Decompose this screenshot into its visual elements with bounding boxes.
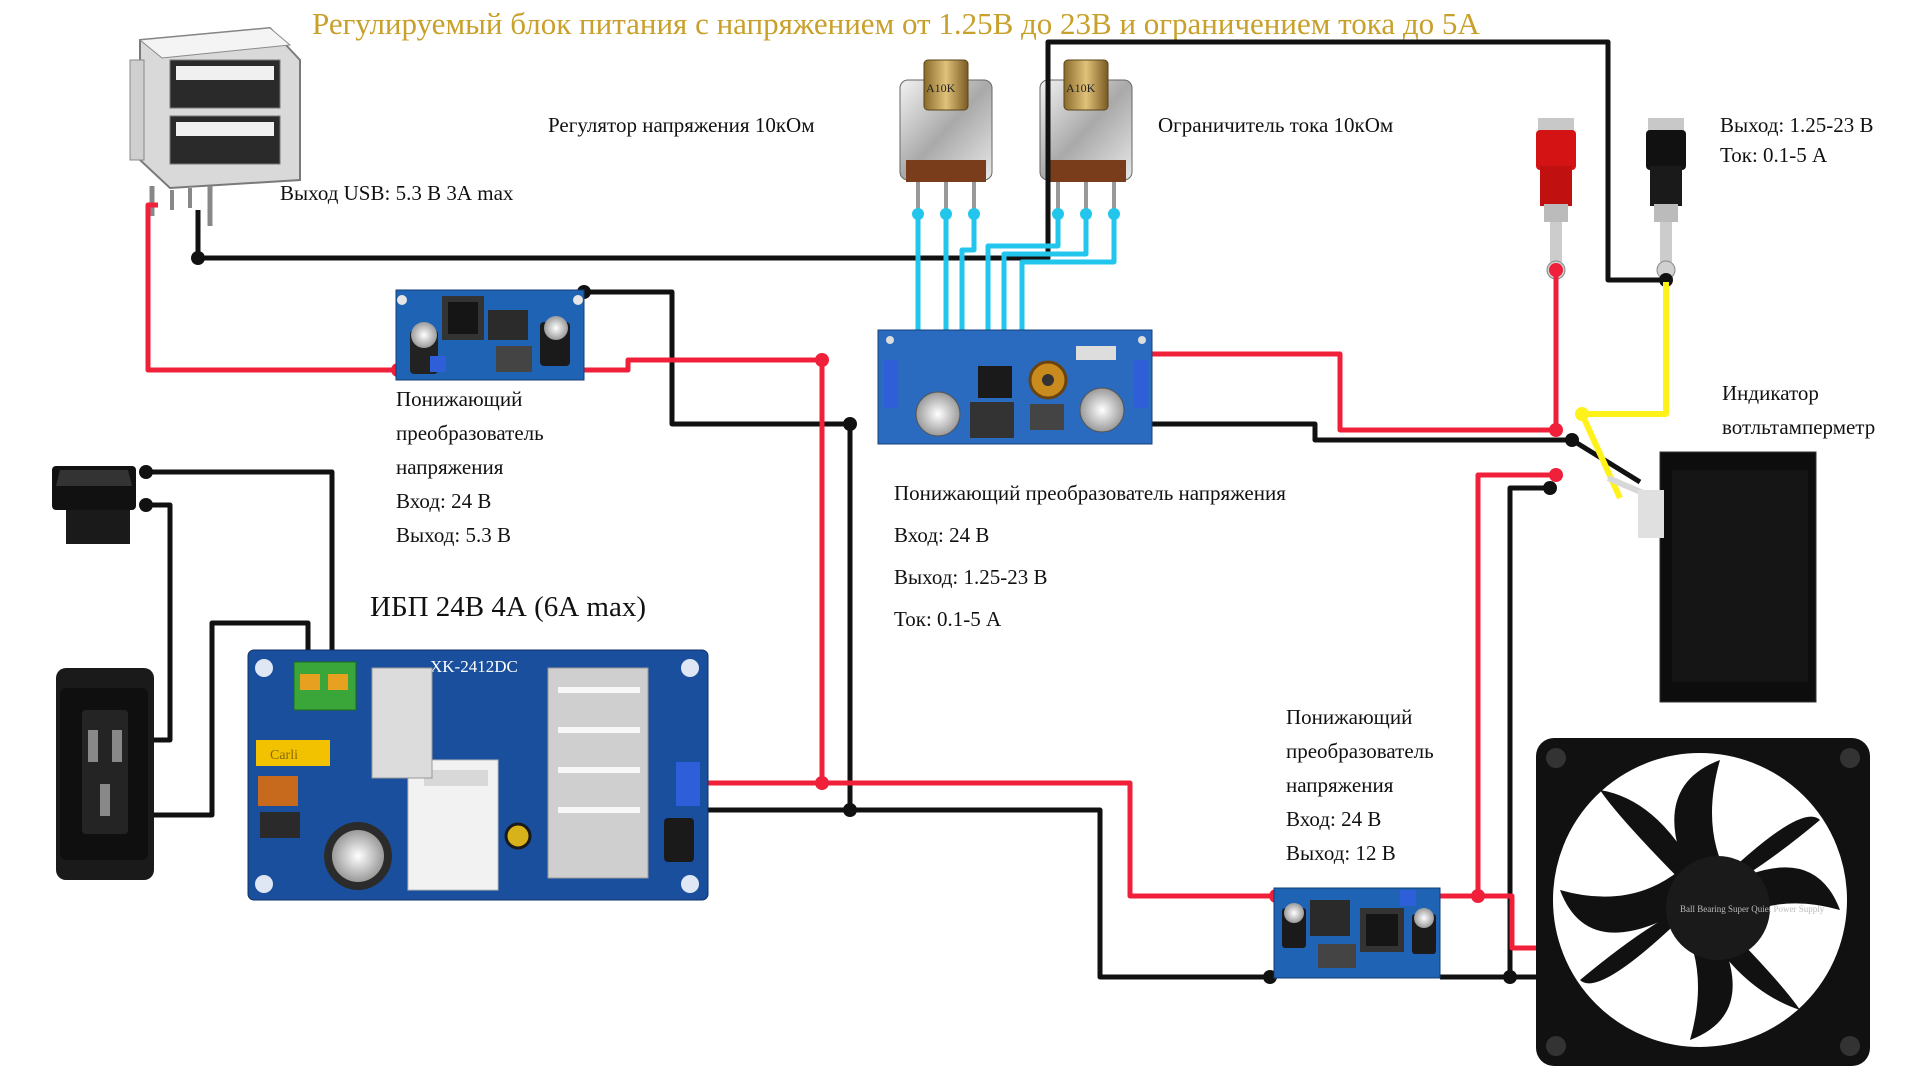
red-wire-psu-to-fan-buck: [822, 780, 1276, 899]
fan-buck-label-3: напряжения: [1286, 773, 1394, 797]
main-buck-label-3: Выход: 1.25-23 В: [894, 565, 1047, 589]
cyan-junction-dots: [912, 208, 1120, 344]
red-wire-main-output: [1150, 270, 1559, 433]
cooling-fan: Ball Bearing Super Quiet Power Supply: [1536, 738, 1870, 1066]
usb-buck-label-2: преобразователь: [396, 421, 544, 445]
usb-buck-label-1: Понижающий: [396, 387, 522, 411]
red-wire-fan-plus: [1478, 893, 1552, 951]
fan-buck-label-2: преобразователь: [1286, 739, 1434, 763]
fan-buck-label-5: Выход: 12 В: [1286, 841, 1396, 865]
psu-model-label: XK-2412DC: [430, 657, 518, 676]
indicator-label-2: вотльтамперметр: [1722, 415, 1875, 439]
current-pot-label: Ограничитель тока 10кОм: [1158, 113, 1393, 137]
current-pot-marking: A10K: [1066, 81, 1096, 95]
psu-board: XK-2412DC Carli: [247, 649, 709, 901]
output-voltage-label: Выход: 1.25-23 В: [1720, 113, 1873, 137]
fuse-marking: Carli: [270, 748, 298, 763]
black-wire-switch-to-socket: [146, 502, 173, 743]
usb-buck-converter: [395, 289, 585, 381]
rocker-switch: [52, 466, 136, 544]
voltage-pot-marking: A10K: [926, 81, 956, 95]
fan-buck-converter: [1273, 887, 1441, 979]
ac-power-socket: [56, 668, 154, 880]
red-wire-usb-plus: [145, 202, 398, 373]
cyan-pot-wires: [915, 214, 1117, 341]
usb-buck-label-5: Выход: 5.3 В: [396, 523, 511, 547]
voltage-potentiometer: A10K: [899, 59, 993, 214]
diagram-title: Регулируемый блок питания с напряжением …: [312, 6, 1480, 41]
red-output-terminal: [1536, 118, 1576, 280]
black-wire-psu-minus: [700, 807, 1270, 980]
main-buck-label-1: Понижающий преобразователь напряжения: [894, 481, 1286, 505]
black-output-terminal: [1646, 118, 1686, 280]
black-wire-fan-buck-out: [1440, 485, 1550, 980]
black-wire-switch-to-psu: [146, 469, 335, 682]
usb-buck-label-4: Вход: 24 В: [396, 489, 491, 513]
fan-buck-label-4: Вход: 24 В: [1286, 807, 1381, 831]
black-wires: [146, 39, 1666, 980]
indicator-label-1: Индикатор: [1722, 381, 1819, 405]
output-current-label: Ток: 0.1-5 А: [1720, 143, 1828, 167]
black-junction-dots: [139, 251, 1673, 984]
usb-output-label: Выход USB: 5.3 В 3А max: [280, 181, 514, 205]
usb-buck-label-3: напряжения: [396, 455, 504, 479]
main-buck-label-2: Вход: 24 В: [894, 523, 989, 547]
fan-hub-label: Ball Bearing Super Quiet Power Supply: [1680, 904, 1825, 914]
black-wire-psu-neutral: [150, 620, 311, 818]
usb-port: [129, 26, 301, 226]
current-potentiometer: A10K: [1039, 59, 1133, 214]
black-wire-main-buck-gnd-out: [1150, 421, 1642, 485]
main-buck-label-4: Ток: 0.1-5 А: [894, 607, 1002, 631]
red-wire-fan-buck-out: [1438, 472, 1556, 899]
psu-label: ИБП 24В 4А (6А max): [370, 591, 646, 623]
voltammeter-indicator: [1606, 451, 1817, 703]
red-wire-usb-buck-in: [584, 357, 822, 373]
black-wire-main-buck-in: [847, 421, 856, 810]
main-buck-converter: [877, 329, 1153, 445]
yellow-junction-dot: [1575, 407, 1589, 421]
voltage-pot-label: Регулятор напряжения 10кОм: [548, 113, 814, 137]
yellow-wire-indicator: [1579, 282, 1669, 500]
fan-buck-label-1: Понижающий: [1286, 705, 1412, 729]
